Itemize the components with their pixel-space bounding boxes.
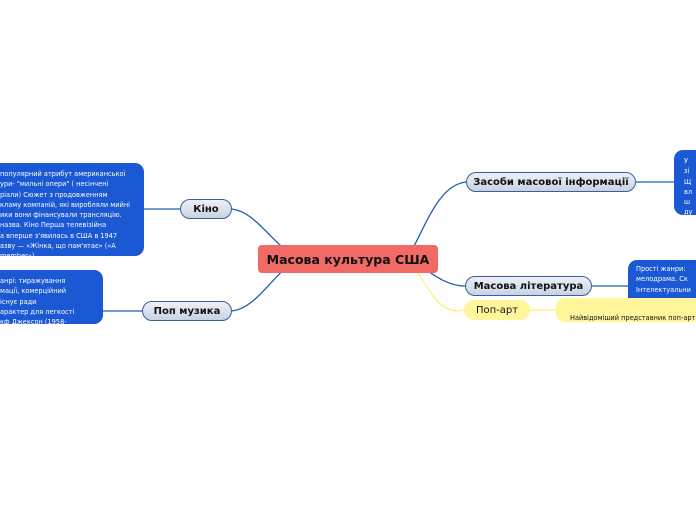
branch-pop-music[interactable]: Поп музика — [142, 301, 232, 321]
branch-mass-media-label: Засоби масової інформації — [473, 176, 629, 188]
branch-pop-art-label: Поп-арт — [475, 304, 519, 316]
branch-kino-label: Кіно — [193, 203, 219, 215]
branch-pop-music-label: Поп музика — [153, 305, 221, 317]
branch-mass-literature[interactable]: Масова література — [465, 276, 592, 296]
note-mass-media[interactable]: У зі Щ вл ш ду — [674, 150, 696, 215]
branch-mass-literature-label: Масова література — [473, 280, 584, 292]
note-pop-music[interactable]: анрі: тиражування мації, комерційний існ… — [0, 270, 103, 324]
connector-root-media — [411, 181, 467, 251]
branch-pop-art[interactable]: Поп-арт — [464, 300, 530, 320]
branch-kino[interactable]: Кіно — [180, 199, 232, 219]
central-topic-label: Масова культура США — [266, 251, 430, 267]
note-kino-text: популярний атрибут американської ури- "м… — [0, 170, 130, 256]
note-mass-media-text: У зі Щ вл ш ду — [684, 157, 693, 215]
note-kino[interactable]: популярний атрибут американської ури- "м… — [0, 163, 144, 256]
note-pop-art[interactable]: Найвідоміший представник поп-арт Уорхол(… — [556, 298, 696, 322]
branch-mass-media[interactable]: Засоби масової інформації — [466, 172, 636, 192]
central-topic[interactable]: Масова культура США — [258, 245, 438, 273]
note-pop-music-text: анрі: тиражування мації, комерційний існ… — [0, 277, 75, 324]
note-pop-art-text: Найвідоміший представник поп-арт Уорхол(… — [570, 313, 696, 322]
